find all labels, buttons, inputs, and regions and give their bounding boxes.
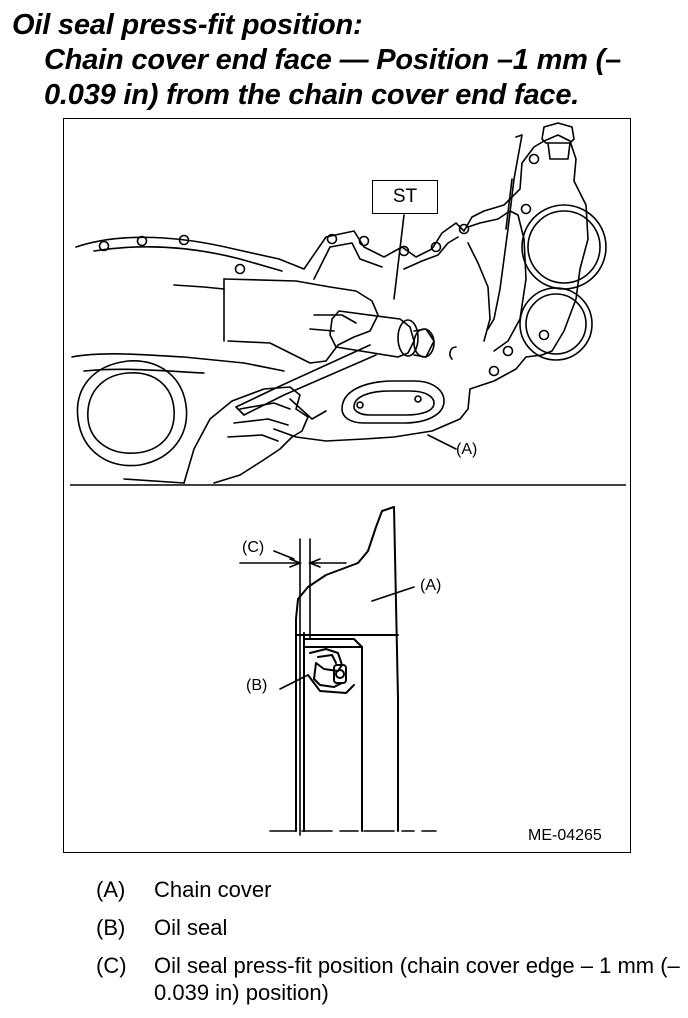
callout-b: (B) — [246, 677, 268, 694]
oil-filler-cap — [541, 122, 575, 144]
legend-key: (C) — [96, 953, 127, 978]
legend-text: Oil seal — [154, 915, 228, 940]
special-tool-shaft — [329, 310, 415, 358]
cam-cover-upper — [521, 204, 607, 290]
legend-text: Oil seal press-fit position (chain cover… — [154, 953, 680, 1005]
legend-item-b: (B) Oil seal — [96, 914, 686, 941]
cover-oval-plate — [341, 380, 445, 424]
technical-illustration: ST (A) (C) (A) (B) ME-04265 — [63, 118, 631, 853]
figure-code: ME-04265 — [528, 827, 602, 844]
special-tool-label: ST — [372, 180, 438, 214]
section-cover-profile — [393, 506, 399, 832]
illustration-drawing — [70, 122, 626, 836]
callout-a-lower: (A) — [420, 577, 442, 594]
crank-pulley — [76, 360, 188, 467]
legend-key: (B) — [96, 915, 126, 940]
upper-hand — [223, 278, 379, 364]
legend-list: (A) Chain cover (B) Oil seal (C) Oil sea… — [96, 876, 686, 1017]
heading-line-3: 0.039 in) from the chain cover end face. — [44, 79, 580, 111]
cam-cover-lower — [519, 287, 593, 361]
legend-key: (A) — [96, 877, 126, 902]
legend-item-c: (C) Oil seal press-fit position (chain c… — [96, 952, 686, 1006]
callout-c: (C) — [242, 539, 265, 556]
callout-a-upper: (A) — [456, 441, 478, 458]
heading-line-2: Chain cover end face — Position –1 mm (– — [44, 44, 621, 76]
oil-seal-profile — [303, 638, 363, 648]
legend-text: Chain cover — [154, 877, 272, 902]
legend-item-a: (A) Chain cover — [96, 876, 686, 903]
lower-hand — [183, 386, 309, 484]
heading-line-1: Oil seal press-fit position: — [12, 9, 363, 41]
page-heading: Oil seal press-fit position: Chain cover… — [12, 8, 682, 113]
